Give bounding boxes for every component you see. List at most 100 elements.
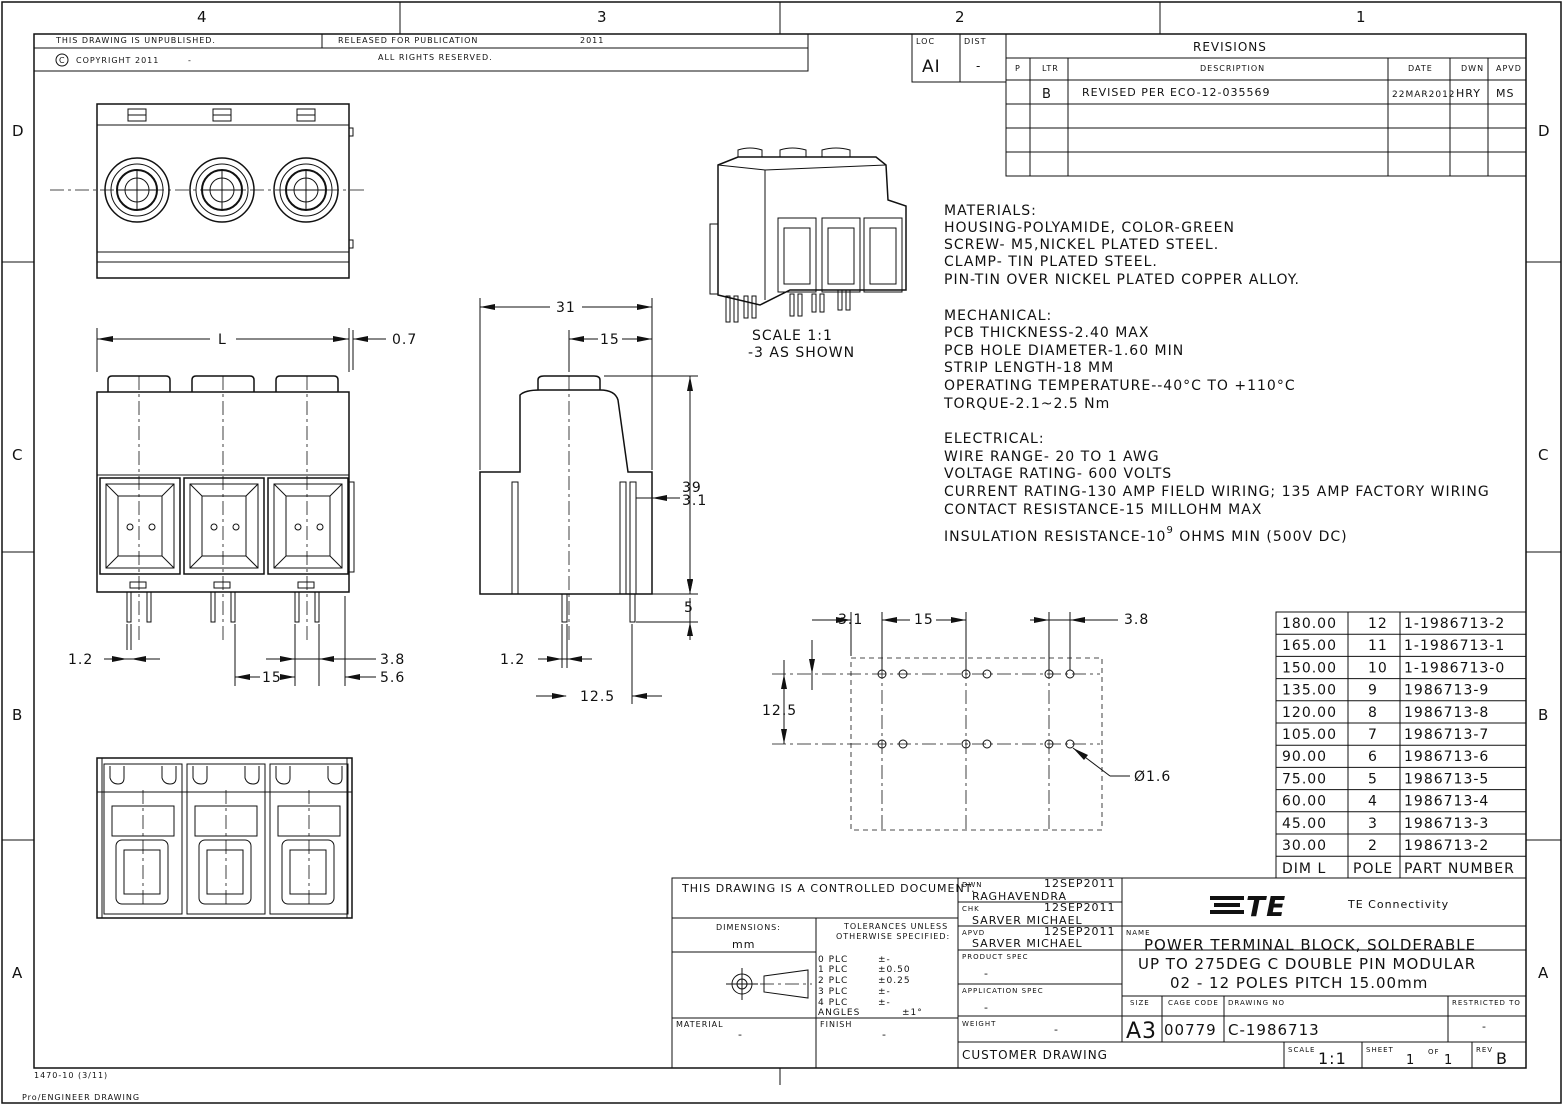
table-cell-pole: 9 [1368,683,1378,699]
revisions-title: REVISIONS [1193,40,1267,54]
weight-label: WEIGHT [962,1020,996,1028]
finish-value: - [882,1028,887,1041]
table-cell-diml: 120.00 [1282,705,1337,721]
copyright-dash: - [188,56,192,65]
rev-row-dwn: HRY [1456,87,1481,100]
rev-header-ltr: LTR [1042,64,1059,73]
dwg-value: C-1986713 [1228,1021,1320,1039]
pcb-layout: 3.1 15 3.8 12.5 Ø1.6 [762,612,1171,831]
table-cell-part: 1986713-2 [1404,838,1489,854]
table-cell-diml: 135.00 [1282,683,1337,699]
zone-top-1: 1 [1356,8,1367,26]
copyright-text: COPYRIGHT 2011 [76,56,159,65]
company-name: TE Connectivity [1347,898,1449,911]
rev-row-date: 22MAR2012 [1392,90,1456,100]
apvd-label: APVD [962,929,985,937]
tol-line2: OTHERWISE SPECIFIED: [836,932,950,941]
dim-15-front: 15 [262,670,282,686]
rev-row-ltr: B [1042,87,1052,102]
finish-label: FINISH [820,1020,852,1029]
note-electrical-heading: ELECTRICAL: [944,431,1045,447]
size-value: A3 [1126,1019,1157,1044]
note-mechanical-2: PCB HOLE DIAMETER-1.60 MIN [944,343,1184,359]
notes: MATERIALS: HOUSING-POLYAMIDE, COLOR-GREE… [943,203,1490,545]
dim-3-8-front: 3.8 [380,652,405,668]
customer-drawing: CUSTOMER DRAWING [962,1048,1108,1062]
dim-5: 5 [684,600,694,616]
cage-label: CAGE CODE [1168,999,1219,1007]
tol-1-label: 1 PLC [818,965,848,975]
dim-1-2-front: 1.2 [68,652,93,668]
app-spec-value: - [984,1001,989,1014]
front-pins [126,591,320,623]
table-cell-part: 1-1986713-0 [1404,660,1505,676]
pcb-holes [877,669,1075,749]
front-view: L 0.7 1.2 15 3.8 5.6 [68,328,417,686]
table-cell-part: 1-1986713-2 [1404,616,1505,632]
note-electrical-3: CURRENT RATING-130 AMP FIELD WIRING; 135… [944,484,1490,500]
tol-4-label: 4 PLC [818,998,848,1008]
apvd-date: 12SEP2011 [1044,925,1116,938]
dim-15-pcb: 15 [914,612,934,628]
table-header-diml: DIM L [1282,861,1326,877]
sheet-value: 1 [1406,1053,1415,1068]
tol-line1: TOLERANCES UNLESS [843,922,948,931]
zone-right-a: A [1538,964,1549,982]
rev-header-dwn: DWN [1461,64,1484,73]
zone-right-b: B [1538,706,1549,724]
zone-left-c: C [12,446,23,464]
zone-left-d: D [12,122,25,140]
te-logo-icon: TE [1210,890,1285,923]
rev-header-apvd: APVD [1496,64,1522,73]
table-cell-part: 1986713-9 [1404,683,1489,699]
table-cell-pole: 4 [1368,794,1378,810]
note-electrical-2: VOLTAGE RATING- 600 VOLTS [944,466,1172,482]
of-value: 1 [1444,1053,1453,1068]
tol-1-value: ±0.50 [878,965,911,975]
controlled-doc: THIS DRAWING IS A CONTROLLED DOCUMENT. [681,882,976,895]
table-cell-pole: 8 [1368,705,1378,721]
scale-note-line2: -3 AS SHOWN [748,345,855,361]
size-label: SIZE [1130,999,1150,1007]
scale-value: 1:1 [1318,1049,1347,1068]
rev-value: B [1496,1049,1508,1068]
screw-2 [189,108,255,223]
front-wire-entries [99,477,349,575]
chk-label: CHK [962,905,980,913]
tol-3-value: ±- [878,987,891,997]
header-strip: THIS DRAWING IS UNPUBLISHED. RELEASED FO… [33,33,809,72]
note-mechanical-5: TORQUE-2.1~2.5 Nm [943,396,1110,412]
title-block: THIS DRAWING IS A CONTROLLED DOCUMENT. D… [671,877,1527,1069]
projection-symbol-icon [726,968,812,1000]
rev-header-desc: DESCRIPTION [1200,64,1265,73]
side-view: 31 15 39 3.1 5 1.2 12.5 [479,298,706,705]
dwn-name: RAGHAVENDRA [972,890,1067,903]
zone-left-a: A [12,964,23,982]
zone-top-4: 4 [197,8,208,26]
released-text: RELEASED FOR PUBLICATION [338,36,478,45]
tol-2-value: ±0.25 [878,976,911,986]
bottom-cell-2 [186,763,266,915]
table-cell-part: 1986713-5 [1404,771,1489,787]
note-electrical-1: WIRE RANGE- 20 TO 1 AWG [944,449,1160,465]
table-cell-diml: 30.00 [1282,838,1327,854]
top-view-screws [104,108,339,223]
table-cell-pole: 5 [1368,771,1378,787]
dim-0-7: 0.7 [392,332,417,348]
app-spec-label: APPLICATION SPEC [962,987,1044,995]
zone-right-c: C [1538,446,1549,464]
table-cell-pole: 7 [1368,727,1378,743]
dim-3-8-pcb: 3.8 [1124,612,1149,628]
note-mechanical-4: OPERATING TEMPERATURE--40°C TO +110°C [944,378,1296,394]
note-materials-4: PIN-TIN OVER NICKEL PLATED COPPER ALLOY. [944,272,1300,288]
loc-label: LOC [916,37,935,46]
table-cell-diml: 180.00 [1282,616,1337,632]
dwn-label: DWN [962,881,983,889]
dim-dia-1-6: Ø1.6 [1134,769,1171,785]
dim-15-side: 15 [600,332,620,348]
table-cell-part: 1986713-8 [1404,705,1489,721]
title-line-2: UP TO 275DEG C DOUBLE PIN MODULAR [1138,955,1476,973]
tolerance-rows: 0 PLC ±- 1 PLC ±0.50 2 PLC ±0.25 3 PLC ±… [818,955,922,1018]
